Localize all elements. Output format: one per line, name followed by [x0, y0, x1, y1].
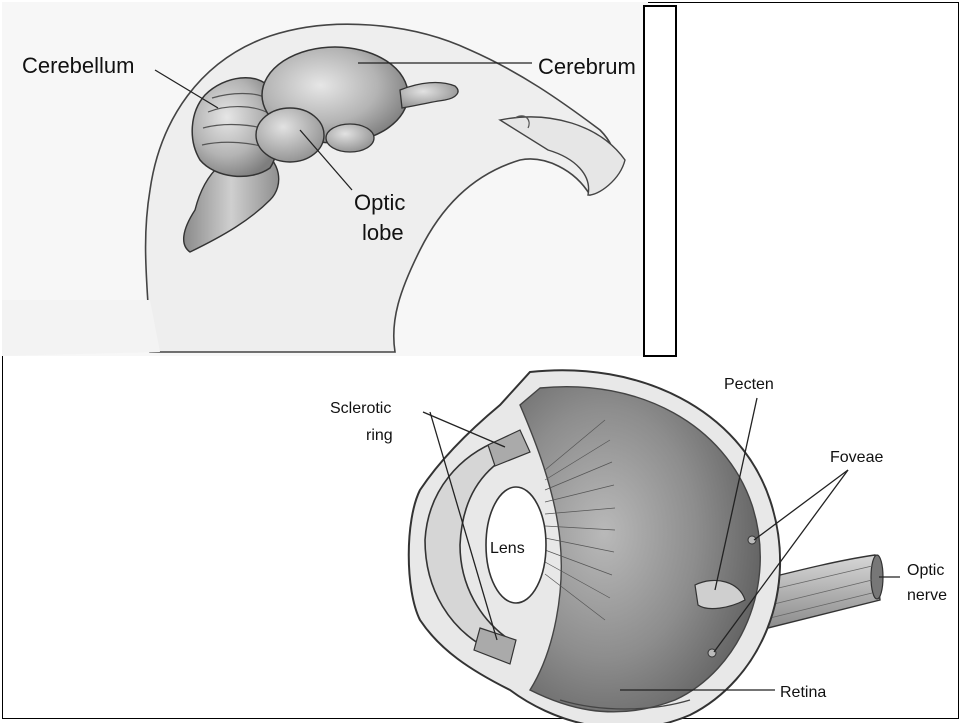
pituitary [326, 124, 374, 152]
label-optic-lobe-1: Optic [354, 190, 405, 215]
label-retina: Retina [780, 684, 826, 701]
optic-lobe [256, 108, 324, 162]
label-optic-nerve-2: nerve [907, 587, 947, 604]
label-sclerotic-2: ring [366, 427, 393, 444]
label-optic-nerve-1: Optic [907, 562, 944, 579]
label-optic-lobe-2: lobe [362, 220, 404, 245]
label-lens: Lens [490, 540, 525, 557]
label-pecten: Pecten [724, 376, 774, 393]
label-sclerotic-1: Sclerotic [330, 400, 391, 417]
eye-illustration: Sclerotic ring Lens Pecten Foveae Optic … [330, 370, 947, 723]
bird-head-illustration: Cerebellum Cerebrum Optic lobe [2, 2, 648, 356]
label-cerebrum: Cerebrum [538, 54, 636, 79]
label-foveae: Foveae [830, 449, 883, 466]
neck-area [2, 300, 160, 356]
overlay-bar [644, 6, 676, 356]
label-cerebellum: Cerebellum [22, 53, 135, 78]
